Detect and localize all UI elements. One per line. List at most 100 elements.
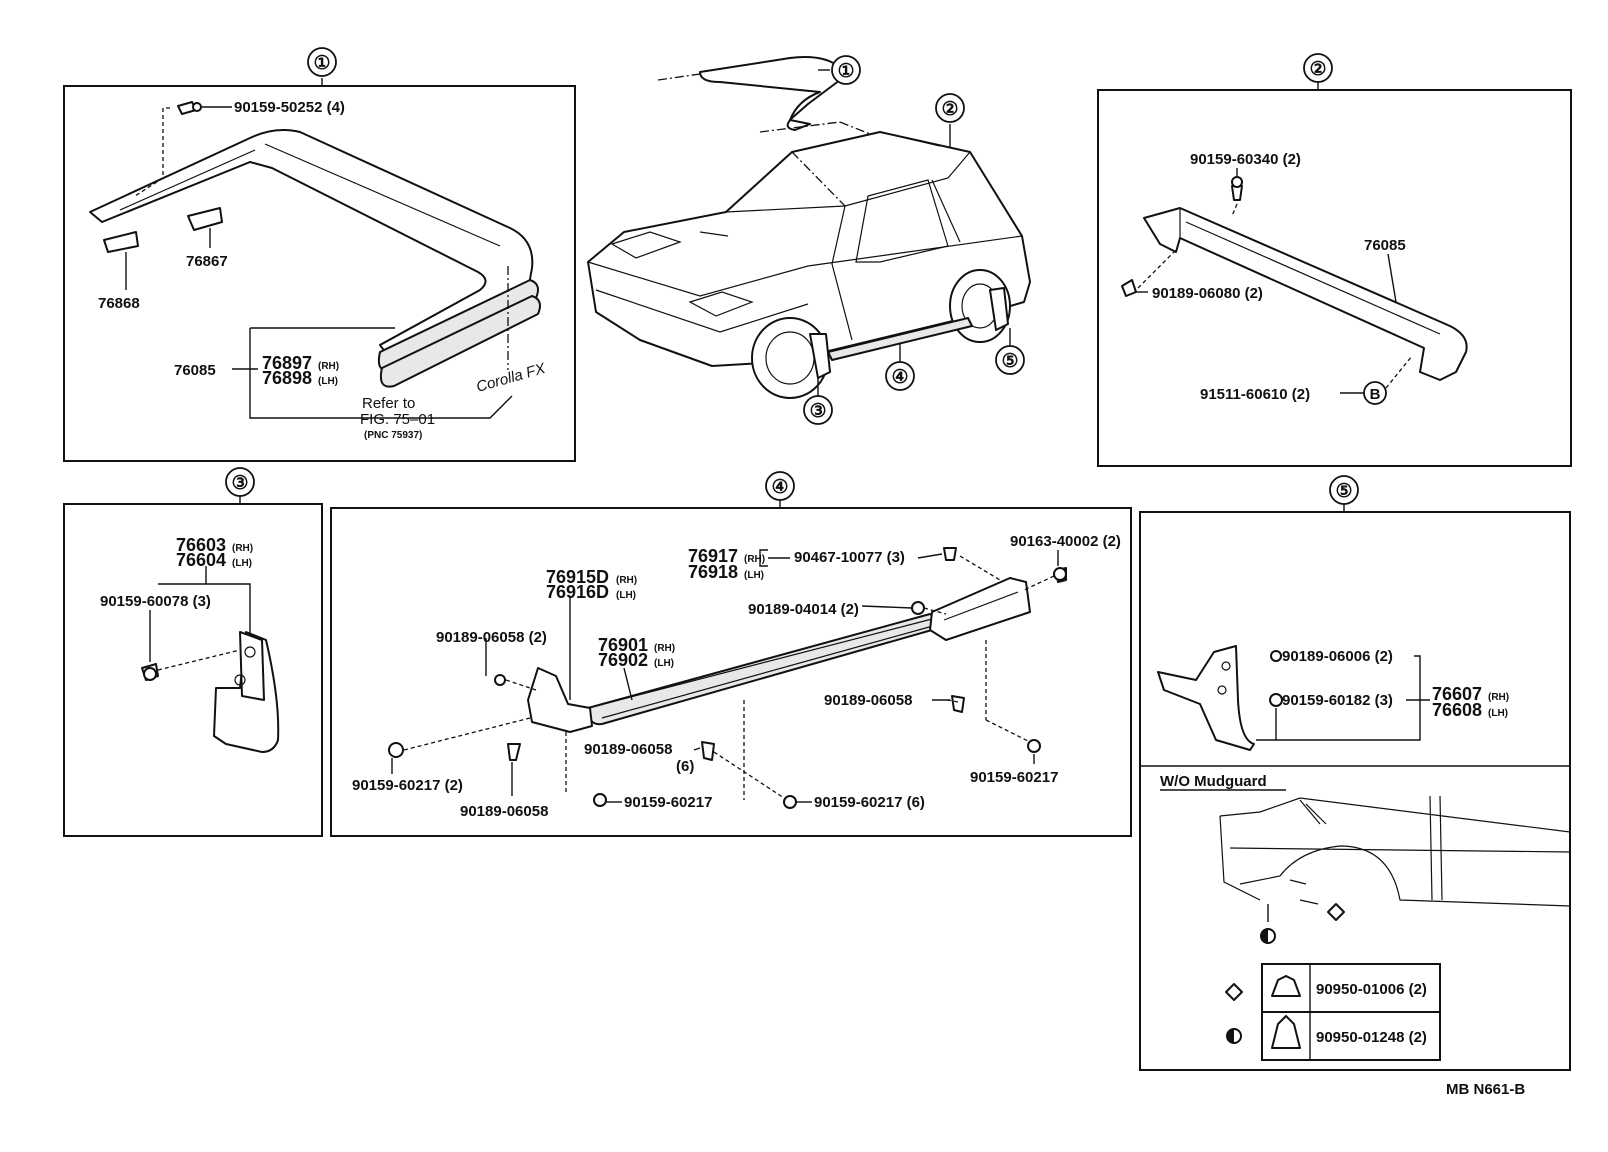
hatch-spoiler <box>1143 207 1468 381</box>
screw-icon <box>593 793 607 807</box>
refer-pnc-text: (PNC 75937) <box>364 430 422 441</box>
label-76918-side: (LH) <box>744 570 764 581</box>
screw-icon <box>1269 693 1283 707</box>
car-callout-2: ② <box>941 99 958 120</box>
refer-to-text: Refer to <box>362 395 415 412</box>
clip-icon <box>911 601 925 615</box>
label-76085-s2: 76085 <box>1364 237 1406 254</box>
label-90159-60217-b: 90159-60217 <box>970 769 1058 786</box>
screw-icon <box>783 795 797 809</box>
clip-icon <box>1121 279 1137 297</box>
label-76867: 76867 <box>186 253 228 270</box>
label-90189-06058-2: 90189-06058 (2) <box>436 629 547 646</box>
clip-icon <box>951 695 965 713</box>
bracket-76867 <box>187 207 223 231</box>
wo-mudguard-title: W/O Mudguard <box>1160 773 1267 790</box>
clip-icon <box>494 674 506 686</box>
label-76607-side: (RH) <box>1488 692 1509 703</box>
label-76608: 76608 <box>1432 700 1482 720</box>
clip-icon <box>507 743 521 761</box>
section-4-callout: ④ <box>771 477 788 498</box>
section-3-callout: ③ <box>231 473 248 494</box>
label-76085-s1: 76085 <box>174 362 216 379</box>
car-callout-5: ⑤ <box>1001 351 1018 372</box>
drawing-code: MB N661-B <box>1446 1081 1525 1098</box>
label-90159-50252: 90159-50252 (4) <box>234 99 345 116</box>
label-76916D-side: (LH) <box>616 590 636 601</box>
clip-icon <box>1270 650 1282 662</box>
section-4-panel: ④ <box>330 471 1132 837</box>
car-rear-mudguard <box>989 287 1009 331</box>
car-callout-3: ③ <box>809 401 826 422</box>
section-1-panel: ① Corolla FX 90159-50252 (4) 76867 76868… <box>63 47 576 462</box>
screw-icon <box>1027 739 1041 753</box>
label-76915D: 76915D <box>546 567 609 587</box>
label-76603: 76603 <box>176 535 226 555</box>
label-76604-side: (LH) <box>232 558 252 569</box>
label-90189-06058-b: 90189-06058 <box>460 803 548 820</box>
label-76901-side: (RH) <box>654 643 675 654</box>
label-76902: 76902 <box>598 650 648 670</box>
label-76607: 76607 <box>1432 684 1482 704</box>
car-overview: ① ② ③ ④ ⑤ <box>587 55 1031 425</box>
label-76916D: 76916D <box>546 582 609 602</box>
label-76897-side: (RH) <box>318 361 339 372</box>
screw-icon <box>388 742 404 758</box>
label-90189-04014: 90189-04014 (2) <box>748 601 859 618</box>
clip-icon <box>1271 1015 1301 1049</box>
label-90189-06058-a: 90189-06058 <box>824 692 912 709</box>
label-76902-side: (LH) <box>654 658 674 669</box>
label-90159-60078: 90159-60078 (3) <box>100 593 211 610</box>
label-76868: 76868 <box>98 295 140 312</box>
label-76917: 76917 <box>688 546 738 566</box>
car-callout-4: ④ <box>891 367 908 388</box>
clip-icon <box>701 741 715 761</box>
label-76898-side: (LH) <box>318 376 338 387</box>
car-side-skirt <box>827 317 973 361</box>
bracket-76868 <box>103 231 139 253</box>
skirt-rear-end <box>929 577 1031 641</box>
label-76603-side: (RH) <box>232 543 253 554</box>
grommet-icon <box>1271 975 1301 997</box>
refer-fig-text: FIG. 75–01 <box>360 411 435 428</box>
label-90163-40002: 90163-40002 (2) <box>1010 533 1121 550</box>
label-76915D-side: (RH) <box>616 575 637 586</box>
label-90189-06006: 90189-06006 (2) <box>1282 648 1393 665</box>
section-2-panel: ② B 90159-60340 (2) 76085 90189-06080 (2… <box>1097 53 1572 467</box>
rear-mudguard <box>1157 645 1255 751</box>
emblem-script: Corolla FX <box>474 360 548 396</box>
label-qty-6: (6) <box>676 758 694 775</box>
label-90159-60217-6: 90159-60217 (6) <box>814 794 925 811</box>
label-90467-10077: 90467-10077 (3) <box>794 549 905 566</box>
label-76918: 76918 <box>688 562 738 582</box>
car-roof-spoiler <box>699 56 841 131</box>
side-garnish-lower <box>379 295 541 388</box>
car-front-mudguard <box>809 333 831 379</box>
label-90159-60217-2: 90159-60217 (2) <box>352 777 463 794</box>
label-76608-side: (LH) <box>1488 708 1508 719</box>
label-76901: 76901 <box>598 635 648 655</box>
label-90189-06058-6: 90189-06058 <box>584 741 672 758</box>
label-76897: 76897 <box>262 353 312 373</box>
section-5-panel: ⑤ 90189-06006 (2) 90159-60182 (3) 76607 … <box>1139 475 1571 1071</box>
section-3-panel: ③ 76603 (RH) 76604 (LH) 90159-60078 (3) <box>63 467 323 837</box>
label-90159-60340: 90159-60340 (2) <box>1190 151 1301 168</box>
label-90950-01006: 90950-01006 (2) <box>1316 981 1427 998</box>
car-callout-1: ① <box>837 61 854 82</box>
skirt-front-end <box>527 667 593 733</box>
label-91511-60610: 91511-60610 (2) <box>1200 386 1310 403</box>
label-76898: 76898 <box>262 368 312 388</box>
label-90950-01248: 90950-01248 (2) <box>1316 1029 1427 1046</box>
section-2-callout: ② <box>1309 59 1326 80</box>
front-mudguard-flange <box>239 631 265 701</box>
screw-icon <box>1231 185 1243 201</box>
label-76917-side: (RH) <box>744 554 765 565</box>
callout-1-circle <box>307 47 337 77</box>
section-1-callout: ① <box>313 53 330 74</box>
label-90159-60182: 90159-60182 (3) <box>1282 692 1393 709</box>
marker-b: B <box>1370 386 1381 403</box>
section-5-callout: ⑤ <box>1335 481 1352 502</box>
label-90159-60217-a: 90159-60217 <box>624 794 712 811</box>
